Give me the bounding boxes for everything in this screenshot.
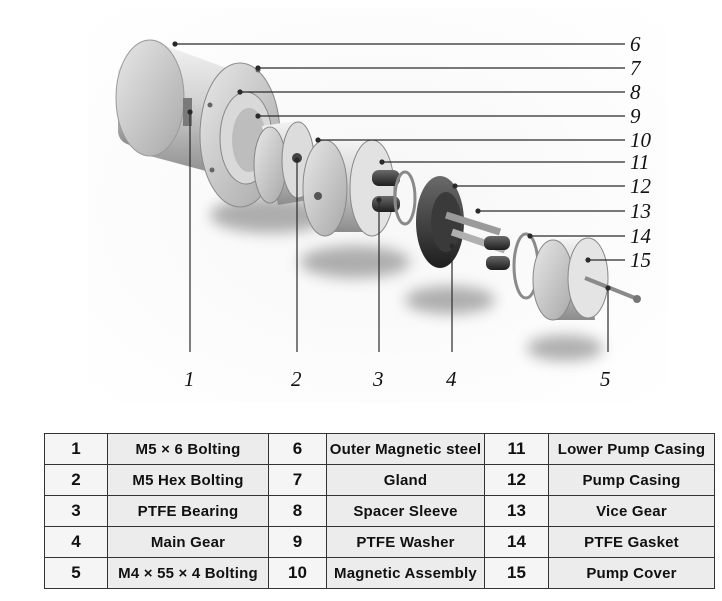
callout-1: 1	[184, 367, 195, 391]
part-number: 8	[268, 495, 327, 527]
callout-numbers-right: 6 7 8 9 10 11 12 13 14 15	[630, 32, 652, 272]
part-number: 9	[268, 526, 327, 558]
part-name: Spacer Sleeve	[326, 495, 485, 527]
callout-14: 14	[630, 224, 652, 248]
part-name: Main Gear	[107, 526, 269, 558]
callout-5: 5	[600, 367, 611, 391]
callout-6: 6	[630, 32, 641, 56]
part-number: 10	[268, 557, 327, 589]
part-name: M5 Hex Bolting	[107, 464, 269, 496]
part-number: 6	[268, 433, 327, 465]
leader-lines-right	[172, 41, 625, 263]
callout-4: 4	[446, 367, 457, 391]
part-name: Magnetic Assembly	[326, 557, 485, 589]
part-name: Pump Cover	[548, 557, 715, 589]
parts-legend-table: 1 M5 × 6 Bolting 6 Outer Magnetic steel …	[44, 433, 715, 589]
part-name: PTFE Gasket	[548, 526, 715, 558]
table-row: 3 PTFE Bearing 8 Spacer Sleeve 13 Vice G…	[44, 495, 715, 527]
table-row: 5 M4 × 55 × 4 Bolting 10 Magnetic Assemb…	[44, 557, 715, 589]
callout-10: 10	[630, 128, 652, 152]
pump-cover-part	[532, 237, 641, 321]
part-number: 5	[44, 557, 108, 589]
part-name: Gland	[326, 464, 485, 496]
gear-shafts-part	[444, 211, 510, 270]
part-name: Vice Gear	[548, 495, 715, 527]
ptfe-washer-part	[393, 170, 417, 226]
callout-3: 3	[372, 367, 384, 391]
part-shadows	[210, 197, 603, 361]
magnetic-assembly-part	[302, 139, 395, 237]
part-name: M4 × 55 × 4 Bolting	[107, 557, 269, 589]
callout-11: 11	[630, 150, 649, 174]
callout-7: 7	[630, 56, 642, 80]
callout-2: 2	[291, 367, 302, 391]
callout-13: 13	[630, 199, 651, 223]
table-row: 2 M5 Hex Bolting 7 Gland 12 Pump Casing	[44, 464, 715, 496]
part-name: Outer Magnetic steel	[326, 433, 485, 465]
callout-12: 12	[630, 174, 652, 198]
callout-numbers-bottom: 1 2 3 4 5	[184, 367, 611, 391]
part-name: Pump Casing	[548, 464, 715, 496]
part-number: 13	[484, 495, 549, 527]
table-row: 4 Main Gear 9 PTFE Washer 14 PTFE Gasket	[44, 526, 715, 558]
part-number: 2	[44, 464, 108, 496]
part-number: 11	[484, 433, 549, 465]
part-number: 7	[268, 464, 327, 496]
part-name: PTFE Washer	[326, 526, 485, 558]
part-number: 3	[44, 495, 108, 527]
part-name: PTFE Bearing	[107, 495, 269, 527]
part-name: Lower Pump Casing	[548, 433, 715, 465]
part-number: 4	[44, 526, 108, 558]
callout-8: 8	[630, 80, 641, 104]
part-number: 15	[484, 557, 549, 589]
callout-9: 9	[630, 104, 641, 128]
table-row: 1 M5 × 6 Bolting 6 Outer Magnetic steel …	[44, 433, 715, 465]
part-name: M5 × 6 Bolting	[107, 433, 269, 465]
exploded-view-diagram: 6 7 8 9 10 11 12 13 14 15 1 2 3 4 5	[88, 8, 668, 403]
callout-15: 15	[630, 248, 651, 272]
part-number: 14	[484, 526, 549, 558]
part-number: 12	[484, 464, 549, 496]
part-number: 1	[44, 433, 108, 465]
leader-lines-bottom	[187, 109, 611, 352]
